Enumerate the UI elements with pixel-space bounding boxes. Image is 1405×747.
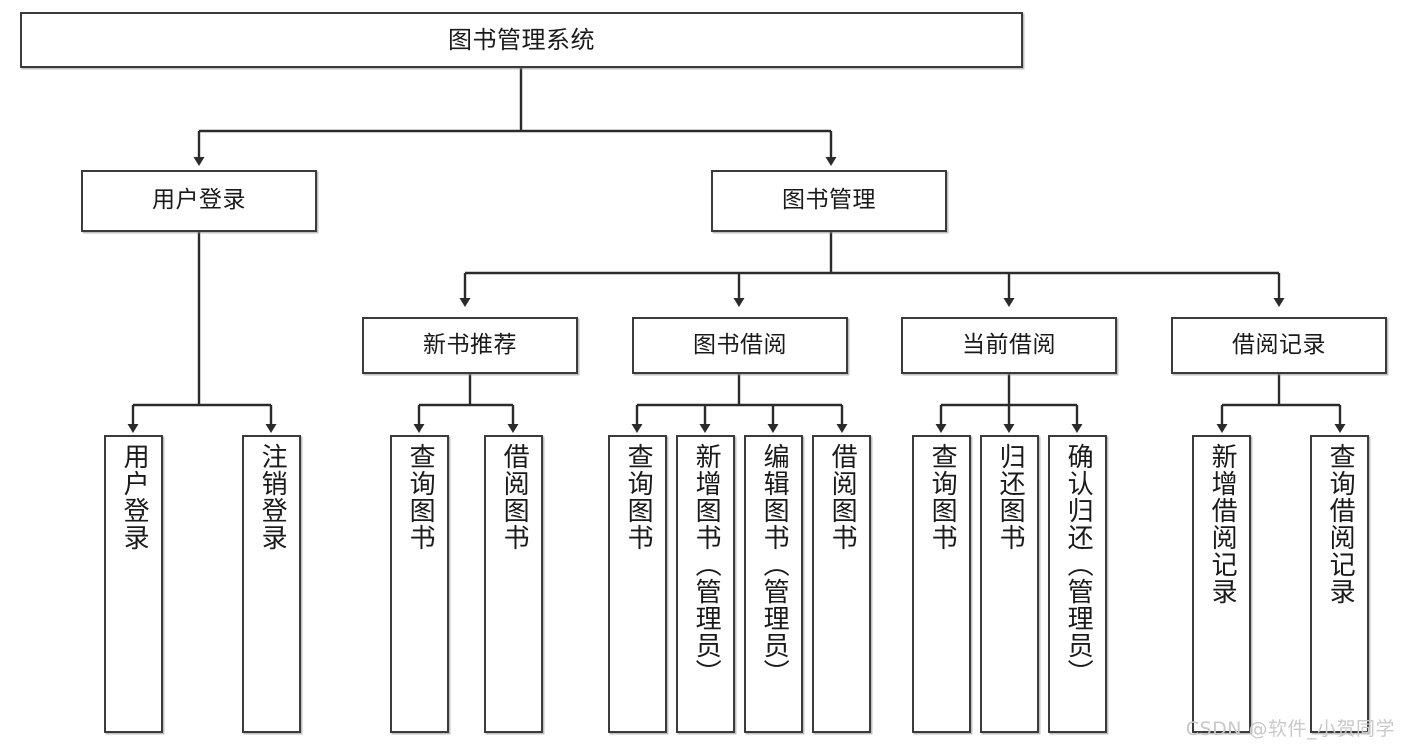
node-label: 借阅记录 [1232, 331, 1326, 358]
node-label: 新增借阅记录 [1207, 443, 1238, 605]
node-label: 借阅图书 [499, 443, 530, 551]
node-root-library-system[interactable]: 图书管理系统 [20, 12, 1023, 68]
node-label: 图书管理系统 [448, 25, 595, 54]
node-label: 确认归还（管理员） [1063, 443, 1094, 686]
node-label: 新增图书（管理员） [691, 443, 722, 686]
node-label: 借阅图书 [827, 443, 858, 551]
node-user-login[interactable]: 用户登录 [81, 170, 317, 232]
node-book-borrow[interactable]: 图书借阅 [632, 317, 848, 374]
node-label: 查询图书 [623, 443, 654, 551]
node-leaf-borrow-book-recommend[interactable]: 借阅图书 [484, 435, 543, 733]
watermark-text: CSDN @软件_小贺同学 [1185, 718, 1395, 740]
node-label: 用户登录 [119, 443, 150, 551]
node-label: 查询借阅记录 [1325, 443, 1356, 605]
node-label: 用户登录 [152, 187, 246, 214]
node-label: 编辑图书（管理员） [759, 443, 790, 686]
node-leaf-user-login[interactable]: 用户登录 [104, 435, 163, 733]
node-leaf-query-book-recommend[interactable]: 查询图书 [390, 435, 449, 733]
node-label: 查询图书 [405, 443, 436, 551]
node-label: 查询图书 [927, 443, 958, 551]
node-borrow-record[interactable]: 借阅记录 [1171, 317, 1387, 374]
node-current-borrow[interactable]: 当前借阅 [901, 317, 1117, 374]
node-label: 归还图书 [995, 443, 1026, 551]
node-label: 图书借阅 [693, 331, 787, 358]
node-label: 新书推荐 [423, 331, 517, 358]
node-book-management[interactable]: 图书管理 [711, 170, 947, 232]
node-label: 图书管理 [782, 187, 876, 214]
node-leaf-add-borrow-record[interactable]: 新增借阅记录 [1192, 435, 1251, 733]
node-leaf-query-book-current[interactable]: 查询图书 [912, 435, 971, 733]
node-new-book-recommend[interactable]: 新书推荐 [362, 317, 578, 374]
node-leaf-confirm-return-admin[interactable]: 确认归还（管理员） [1048, 435, 1107, 733]
node-leaf-edit-book-admin[interactable]: 编辑图书（管理员） [744, 435, 803, 733]
node-leaf-return-book[interactable]: 归还图书 [980, 435, 1039, 733]
node-leaf-user-logout[interactable]: 注销登录 [242, 435, 301, 733]
node-leaf-add-book-admin[interactable]: 新增图书（管理员） [676, 435, 735, 733]
node-leaf-borrow-book[interactable]: 借阅图书 [812, 435, 871, 733]
node-leaf-query-book-borrow[interactable]: 查询图书 [608, 435, 667, 733]
node-leaf-query-borrow-record[interactable]: 查询借阅记录 [1310, 435, 1369, 733]
node-label: 注销登录 [257, 443, 288, 551]
node-label: 当前借阅 [962, 331, 1056, 358]
